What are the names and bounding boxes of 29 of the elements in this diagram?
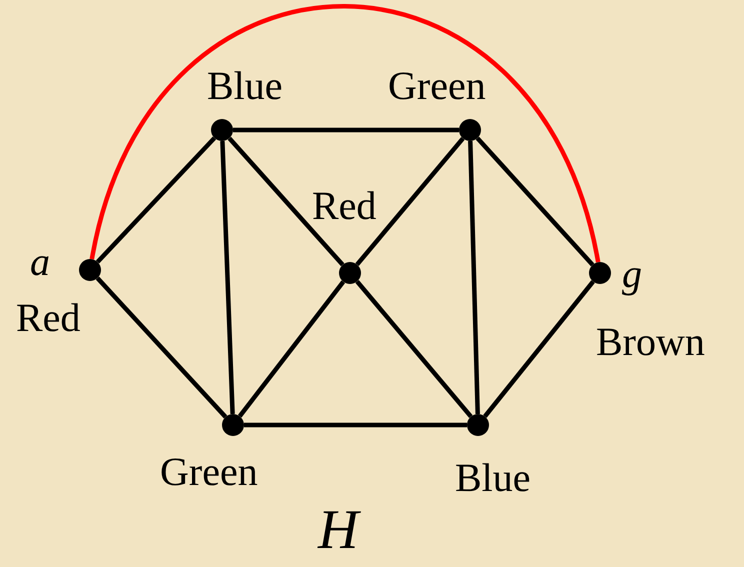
graph-edge — [228, 136, 344, 266]
graph-edge — [96, 276, 228, 418]
vertex-dot — [589, 262, 611, 284]
graph-edge — [238, 280, 346, 418]
vertex-name: g — [622, 252, 642, 296]
graph-edge — [233, 128, 459, 132]
graph-edge — [96, 136, 216, 264]
vertex-dot — [211, 119, 233, 141]
graph-name: H — [318, 500, 358, 560]
color-label: Red — [16, 296, 80, 340]
vertex-dot — [467, 414, 489, 436]
curved-edge — [90, 4, 600, 263]
graph-edge — [476, 136, 594, 266]
graph-edge — [244, 422, 467, 428]
color-label: Blue — [207, 64, 283, 108]
graph-edge — [468, 140, 480, 414]
vertex-dot — [222, 414, 244, 436]
vertex-dot — [459, 119, 481, 141]
color-label: Green — [160, 450, 258, 494]
vertex-name: a — [30, 240, 50, 284]
graph-edge — [355, 280, 473, 418]
graph-edge — [355, 136, 465, 266]
color-label: Green — [388, 64, 486, 108]
vertex-dot — [79, 259, 101, 281]
color-label: Red — [312, 184, 376, 228]
graph-edge — [483, 280, 595, 418]
color-label: Brown — [596, 320, 705, 364]
graph-edge — [220, 140, 235, 414]
color-label: Blue — [455, 456, 531, 500]
